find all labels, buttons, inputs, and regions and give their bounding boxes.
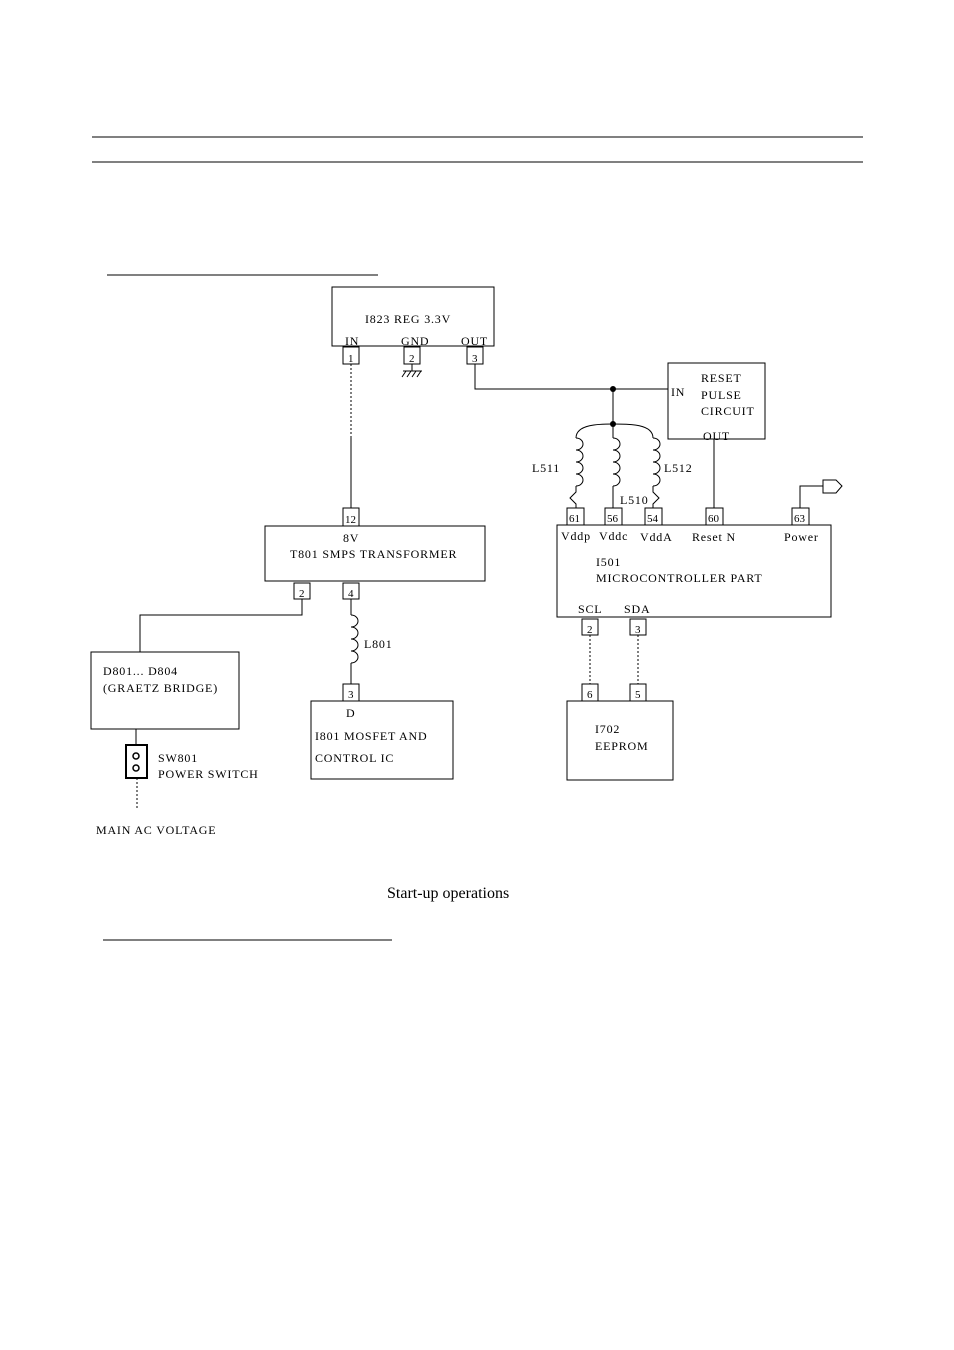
i501-resetn-label: Reset N (692, 530, 736, 544)
t801-8v-label: 8V (343, 531, 359, 545)
i501-pin-63: 63 (794, 513, 806, 525)
bridge-line-1: D801... D804 (103, 664, 178, 678)
i823-label: I823 REG 3.3V (365, 312, 451, 326)
i501-vddp-label: Vddp (561, 529, 591, 543)
i702-line-1: I702 (595, 722, 620, 736)
i702-pin-5: 5 (635, 689, 641, 701)
i823-regulator-block: I823 REG 3.3V IN GND OUT 1 2 3 (331, 286, 495, 365)
l510-inductor-icon (612, 424, 621, 508)
reset-line-3: CIRCUIT (701, 404, 755, 418)
reset-out-label: OUT (703, 429, 730, 443)
i801-line-2: CONTROL IC (315, 751, 394, 765)
reset-pulse-circuit-block: IN RESET PULSE CIRCUIT OUT (667, 362, 766, 443)
i801-d-label: D (346, 706, 355, 720)
i823-pin-2: 2 (409, 353, 415, 365)
reset-in-label: IN (671, 385, 685, 399)
i501-sda-label: SDA (624, 602, 650, 616)
ac-voltage-label: MAIN AC VOLTAGE (96, 823, 216, 837)
l801-label: L801 (364, 637, 393, 651)
wire-bridge (139, 599, 303, 652)
power-output-arrow-icon (822, 479, 843, 494)
i501-microcontroller-block: 61 56 54 60 63 Vddp Vddc VddA Reset N Po… (556, 507, 832, 636)
l512-inductor-icon (612, 423, 661, 508)
t801-pin-2: 2 (299, 588, 305, 600)
t801-pin-12: 12 (345, 514, 356, 526)
i823-pin-1: 1 (348, 353, 354, 365)
wire-3v3-out (474, 364, 668, 390)
i823-gnd-label: GND (401, 334, 429, 348)
wire-power (799, 485, 823, 508)
figure-caption: Start-up operations (387, 885, 509, 902)
reset-line-2: PULSE (701, 388, 742, 402)
l512-label: L512 (664, 461, 693, 475)
t801-transformer-block: 12 8V T801 SMPS TRANSFORMER 2 4 (264, 507, 486, 600)
i501-pin-54: 54 (647, 513, 659, 525)
i501-line-1: I501 (596, 555, 621, 569)
ground-symbol-icon (401, 364, 422, 378)
i501-power-label: Power (784, 530, 819, 544)
bridge-line-2: (GRAETZ BRIDGE) (103, 681, 218, 695)
i501-pin-60: 60 (708, 513, 720, 525)
i702-eeprom-block: 6 5 I702 EEPROM (566, 683, 674, 781)
i823-out-label: OUT (461, 334, 488, 348)
reset-line-1: RESET (701, 371, 742, 385)
i801-pin-3: 3 (348, 689, 354, 701)
i501-pin-61: 61 (569, 513, 580, 525)
switch-line-2: POWER SWITCH (158, 767, 259, 781)
l510-label: L510 (620, 493, 649, 507)
i501-pin-2: 2 (587, 624, 593, 636)
i501-line-2: MICROCONTROLLER PART (596, 571, 763, 585)
i501-pin-3: 3 (635, 624, 641, 636)
l801-inductor-icon (350, 599, 359, 684)
i501-pin-56: 56 (607, 513, 619, 525)
i501-vdda-label: VddA (640, 530, 673, 544)
i801-mosfet-block: 3 D I801 MOSFET AND CONTROL IC (310, 683, 454, 780)
l511-inductor-icon (569, 423, 614, 508)
switch-line-1: SW801 (158, 751, 198, 765)
i501-vddc-label: Vddc (599, 529, 628, 543)
i823-pin-3: 3 (472, 353, 478, 365)
i801-line-1: I801 MOSFET AND (315, 729, 427, 743)
i823-in-label: IN (345, 334, 359, 348)
i501-scl-label: SCL (578, 602, 602, 616)
graetz-bridge-block: D801... D804 (GRAETZ BRIDGE) (90, 651, 240, 730)
i702-line-2: EEPROM (595, 739, 648, 753)
power-switch-icon (125, 744, 148, 779)
i702-pin-6: 6 (587, 689, 593, 701)
l511-label: L511 (532, 461, 560, 475)
t801-label: T801 SMPS TRANSFORMER (290, 547, 457, 561)
t801-pin-4: 4 (348, 588, 354, 600)
